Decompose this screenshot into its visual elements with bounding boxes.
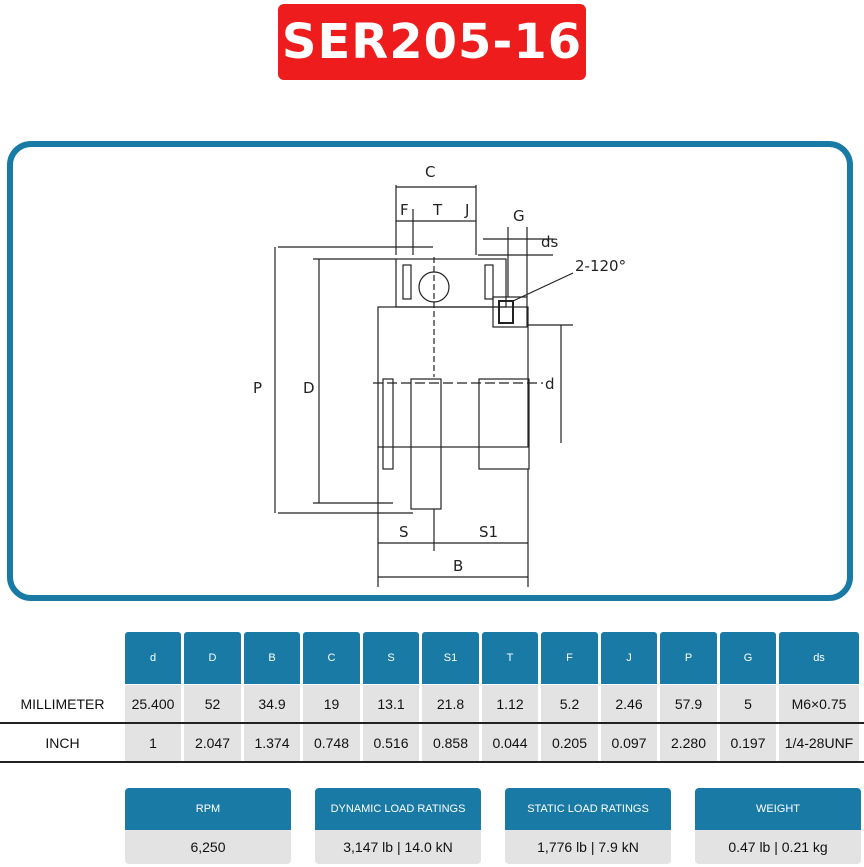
sleeve-left <box>382 378 394 470</box>
seal-right <box>484 264 494 300</box>
table-header-7: F <box>541 632 598 684</box>
bearing-insert-drawing: C F T J G ds 2-120° P D d S S1 B <box>253 163 626 587</box>
table-cell: 5 <box>720 685 776 723</box>
table-cell: 2.46 <box>601 685 657 723</box>
table-cell: 34.9 <box>244 685 300 723</box>
table-header-8: J <box>601 632 657 684</box>
table-cell: 1.12 <box>482 685 538 723</box>
table-cell: 1 <box>125 724 181 762</box>
table-cell: 57.9 <box>660 685 717 723</box>
table-header-5: S1 <box>422 632 479 684</box>
table-header-11: ds <box>779 632 859 684</box>
label-j: J <box>464 201 469 219</box>
outer-ring <box>395 258 507 308</box>
label-d-bore: d <box>545 375 555 393</box>
table-header-0: d <box>125 632 181 684</box>
table-cell: 1/4-28UNF <box>779 724 859 762</box>
table-cell: 0.748 <box>303 724 360 762</box>
collar-lower <box>478 378 530 470</box>
table-header-2: B <box>244 632 300 684</box>
table-header-4: S <box>363 632 419 684</box>
table-divider <box>0 722 864 724</box>
table-cell: 0.044 <box>482 724 538 762</box>
table-cell: 0.205 <box>541 724 598 762</box>
table-cell: 2.280 <box>660 724 717 762</box>
set-screw-collar <box>492 296 528 328</box>
label-t: T <box>432 201 443 219</box>
table-cell: 2.047 <box>184 724 241 762</box>
product-title: SER205-16 <box>281 14 583 70</box>
bore-section <box>410 378 442 510</box>
rating-label: RPM <box>125 788 291 830</box>
table-cell: 5.2 <box>541 685 598 723</box>
table-header-9: P <box>660 632 717 684</box>
table-row-label: MILLIMETER <box>20 696 105 712</box>
table-cell: 21.8 <box>422 685 479 723</box>
table-header-1: D <box>184 632 241 684</box>
technical-drawing-frame: C F T J G ds 2-120° P D d S S1 B <box>7 141 853 601</box>
table-cell: 25.400 <box>125 685 181 723</box>
label-d-outer: D <box>303 379 315 397</box>
inner-ring-body <box>377 306 529 448</box>
label-c: C <box>425 163 435 181</box>
table-cell: M6×0.75 <box>779 685 859 723</box>
table-cell: 52 <box>184 685 241 723</box>
rating-value: 1,776 lb | 7.9 kN <box>505 830 671 864</box>
label-f: F <box>400 201 409 219</box>
label-s1: S1 <box>479 523 498 541</box>
table-row-label: INCH <box>45 735 80 751</box>
rating-value: 6,250 <box>125 830 291 864</box>
table-cell: 0.858 <box>422 724 479 762</box>
angle-leader <box>512 272 574 302</box>
rating-value: 0.47 lb | 0.21 kg <box>695 830 861 864</box>
product-title-banner: SER205-16 <box>278 4 586 80</box>
label-p: P <box>253 379 262 397</box>
table-header-10: G <box>720 632 776 684</box>
table-cell: 1.374 <box>244 724 300 762</box>
rating-label: STATIC LOAD RATINGS <box>505 788 671 830</box>
table-cell: 0.197 <box>720 724 776 762</box>
table-header-3: C <box>303 632 360 684</box>
label-angle: 2-120° <box>575 257 626 275</box>
table-header-6: T <box>482 632 538 684</box>
label-s: S <box>399 523 409 541</box>
set-screw <box>498 300 514 324</box>
table-cell: 0.516 <box>363 724 419 762</box>
label-b: B <box>453 557 463 575</box>
label-ds: ds <box>541 233 559 251</box>
rating-value: 3,147 lb | 14.0 kN <box>315 830 481 864</box>
seal-left <box>402 264 412 300</box>
label-g: G <box>513 207 525 225</box>
rating-label: DYNAMIC LOAD RATINGS <box>315 788 481 830</box>
rating-label: WEIGHT <box>695 788 861 830</box>
table-cell: 19 <box>303 685 360 723</box>
table-cell: 13.1 <box>363 685 419 723</box>
table-divider <box>0 761 864 763</box>
table-cell: 0.097 <box>601 724 657 762</box>
